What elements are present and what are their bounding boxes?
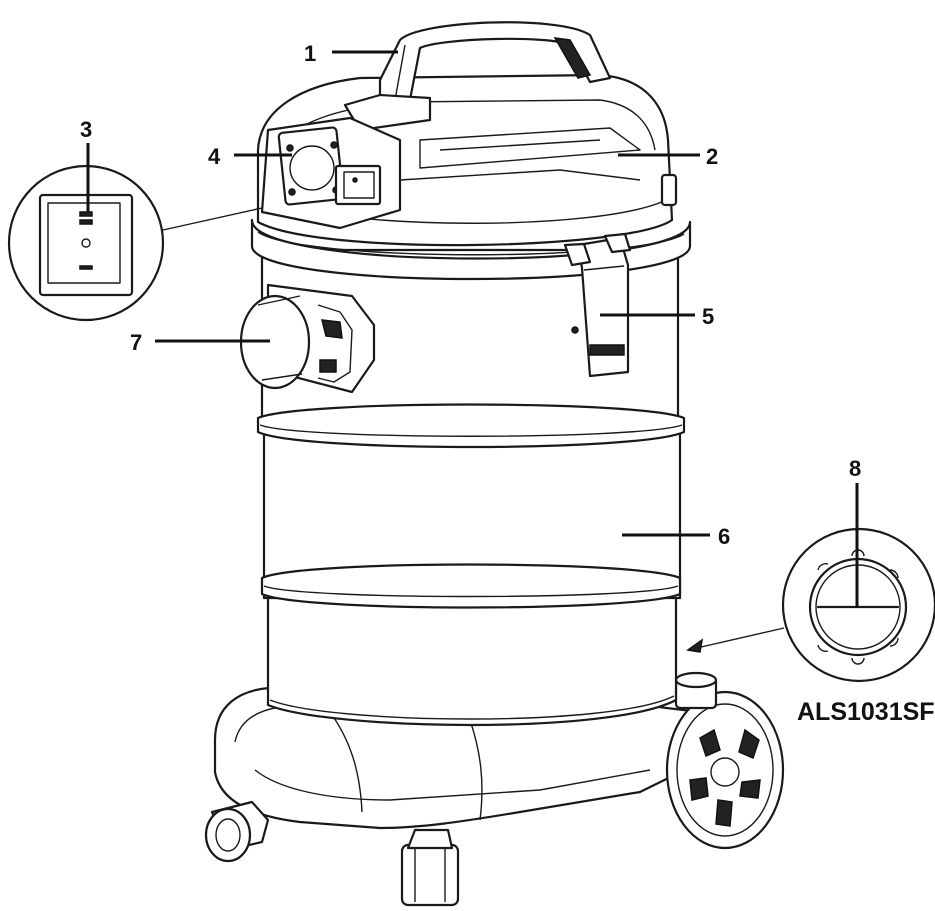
caster-front [400, 828, 460, 907]
leader-lines [86, 50, 859, 608]
drain-inset [686, 527, 935, 683]
callout-2: 2 [706, 144, 718, 169]
power-socket-panel [260, 116, 402, 230]
switch-inset [7, 164, 263, 322]
callout-5: 5 [702, 304, 714, 329]
hose-inlet [239, 283, 376, 394]
callout-3: 3 [80, 117, 92, 142]
drain-plug [674, 671, 718, 710]
callout-4: 4 [208, 144, 221, 169]
callout-6: 6 [718, 524, 730, 549]
callout-labels: 1 2 3 4 5 6 7 8 [80, 41, 861, 549]
caster-left [204, 800, 270, 863]
callout-7: 7 [130, 330, 142, 355]
model-name: ALS1031SF [797, 698, 935, 726]
callout-8: 8 [849, 456, 861, 481]
rear-wheel [665, 690, 785, 850]
drum [256, 248, 686, 727]
callout-1: 1 [304, 41, 316, 66]
latch-clip [563, 232, 632, 378]
